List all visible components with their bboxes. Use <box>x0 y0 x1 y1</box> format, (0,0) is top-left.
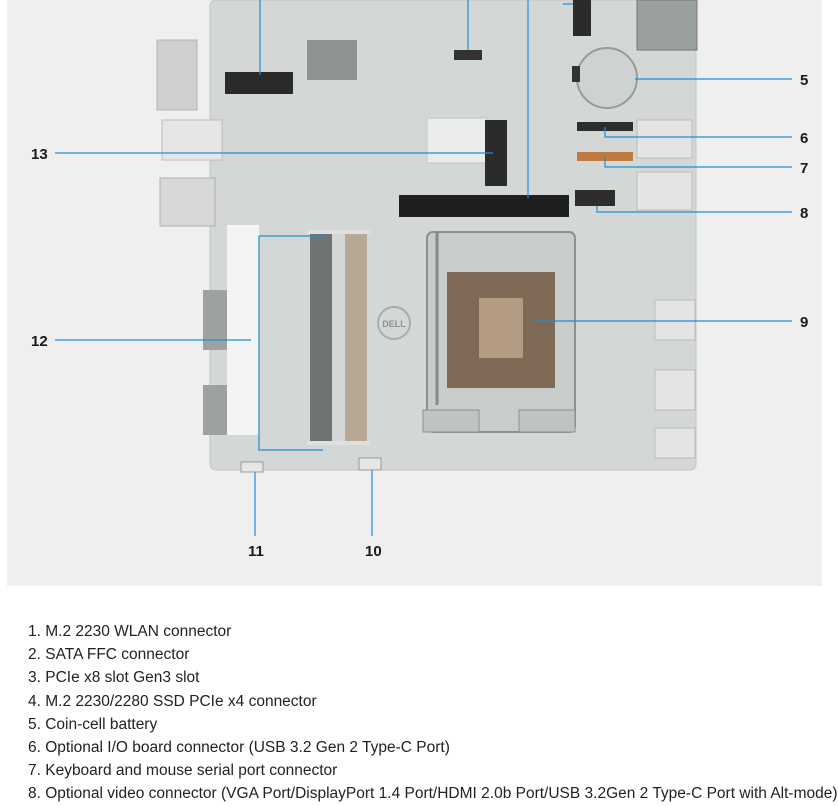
legend-item: 1. M.2 2230 WLAN connector <box>28 623 232 640</box>
leader-line-7 <box>604 157 792 168</box>
leader-bracket-12 <box>258 236 323 451</box>
m2-connector-top <box>573 0 591 36</box>
m2-ssd-connector <box>485 120 507 186</box>
pcie-slot <box>399 195 569 217</box>
motherboard-figure: DELL 5 6 7 8 9 10 11 12 1 <box>7 0 822 586</box>
legend-item: 3. PCIe x8 slot Gen3 slot <box>28 669 200 687</box>
rear-port <box>654 299 696 341</box>
legend-item: 4. M.2 2230/2280 SSD PCIe x4 connector <box>28 692 317 710</box>
label-sticker <box>227 225 259 435</box>
memory-slot <box>310 230 332 445</box>
callout-5: 5 <box>800 72 808 89</box>
leader-line-8 <box>596 206 792 213</box>
audio-port-block <box>156 39 198 111</box>
usb-port <box>636 119 693 159</box>
fan-header <box>240 461 264 473</box>
callout-6: 6 <box>800 130 808 147</box>
legend-item: 6. Optional I/O board connector (USB 3.2… <box>28 738 450 756</box>
callout-7: 7 <box>800 160 808 177</box>
legend-item: 2. SATA FFC connector <box>28 646 190 664</box>
io-board-connector <box>577 122 633 131</box>
video-connector <box>575 190 615 206</box>
dell-logo: DELL <box>382 319 406 329</box>
sata-ffc-connector <box>454 50 482 60</box>
usb-port <box>636 171 693 211</box>
rear-port <box>161 119 223 161</box>
keyboard-mouse-connector <box>577 152 633 161</box>
callout-8: 8 <box>800 205 808 222</box>
callout-12: 12 <box>31 333 48 350</box>
callout-10: 10 <box>365 543 382 560</box>
rear-port <box>636 0 698 51</box>
memory-slot <box>345 230 367 445</box>
chip <box>307 40 357 80</box>
fan-header <box>358 457 382 471</box>
rear-port <box>654 369 696 411</box>
chip <box>203 385 227 435</box>
m2-wlan-connector <box>225 72 293 94</box>
legend-item: 8. Optional video connector (VGA Port/Di… <box>28 785 838 803</box>
callout-11: 11 <box>248 543 264 560</box>
leader-line-6 <box>604 127 792 138</box>
legend-item: 7. Keyboard and mouse serial port connec… <box>28 762 338 780</box>
motherboard-illustration: DELL 5 6 7 8 9 10 11 12 1 <box>31 0 808 560</box>
legend-item: 5. Coin-cell battery <box>28 715 158 733</box>
coin-cell-battery <box>576 47 638 109</box>
callout-9: 9 <box>800 314 808 331</box>
chip <box>203 290 227 350</box>
callout-13: 13 <box>31 146 48 163</box>
label-sticker <box>426 117 488 164</box>
rear-port <box>654 427 696 459</box>
rear-port <box>159 177 216 227</box>
component-legend: 1. M.2 2230 WLAN connector 2. SATA FFC c… <box>28 620 838 806</box>
